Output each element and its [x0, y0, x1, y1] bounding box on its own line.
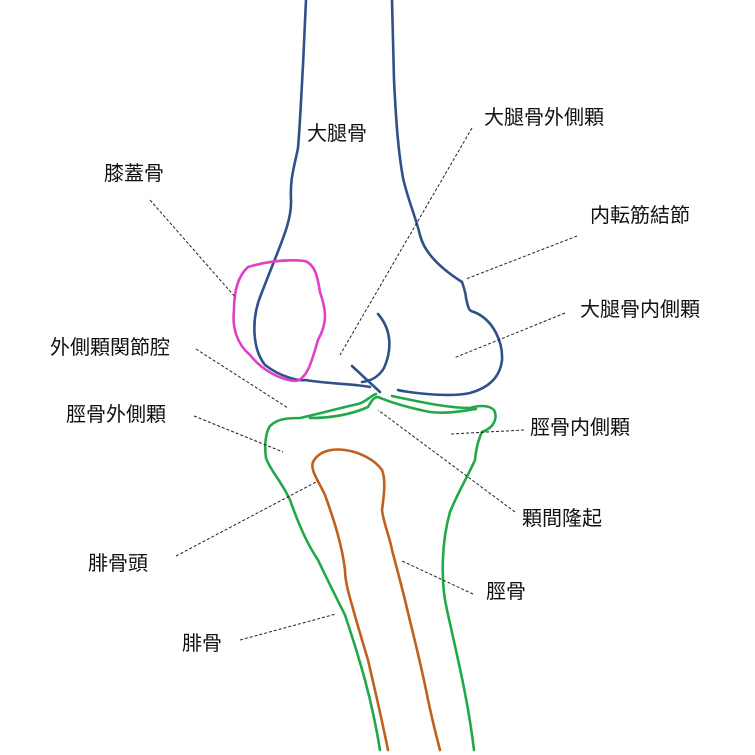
label-fibula: 腓骨	[182, 631, 222, 655]
label-medial-condyle: 大腿骨内側顆	[580, 297, 700, 321]
leader-joint-cavity	[195, 348, 289, 409]
tibia-outline	[263, 392, 497, 752]
labels: 大腿骨 大腿骨外側顆 膝蓋骨 内転筋結節 大腿骨内側顆 外側顆関節腔 脛骨外側顆…	[50, 105, 700, 655]
femur-intercondylar-line	[350, 364, 382, 394]
leader-adductor-tubercle	[465, 235, 578, 280]
femur-lateral-shaft	[253, 0, 308, 382]
tibia-plateau-line	[308, 395, 478, 420]
femur-medial-shaft	[390, 0, 504, 397]
leader-medial-condyle	[453, 312, 566, 359]
label-joint-cavity: 外側顆関節腔	[50, 335, 170, 359]
leader-tibia	[401, 560, 474, 595]
label-lateral-condyle: 大腿骨外側顆	[484, 105, 604, 129]
leader-tibia-lateral-condyle	[193, 415, 284, 453]
label-tibia: 脛骨	[486, 579, 526, 603]
leader-lateral-condyle	[339, 127, 473, 356]
label-intercondylar-eminence: 顆間隆起	[522, 506, 602, 530]
label-femur: 大腿骨	[307, 121, 367, 145]
leader-fibula-head	[175, 480, 319, 557]
leader-fibula	[239, 613, 337, 641]
leader-intercondylar-eminence	[377, 409, 516, 513]
label-tibia-medial-condyle: 脛骨内側顆	[530, 415, 630, 439]
femur-condyle-base	[303, 378, 372, 389]
femur-outline	[253, 0, 504, 397]
label-patella: 膝蓋骨	[104, 161, 164, 185]
leader-patella	[149, 199, 237, 299]
tibia-lateral-border	[263, 392, 382, 752]
label-adductor-tubercle: 内転筋結節	[590, 203, 690, 227]
label-fibula-head: 腓骨頭	[88, 551, 148, 575]
label-tibia-lateral-condyle: 脛骨外側顆	[66, 402, 166, 426]
leader-tibia-medial-condyle	[450, 429, 525, 435]
leader-lines	[149, 127, 578, 641]
tibia-medial-border	[390, 394, 497, 752]
fibula-outline	[311, 448, 442, 752]
patella-outline	[232, 259, 327, 383]
femur-lateral-condyle-arc	[360, 312, 391, 384]
